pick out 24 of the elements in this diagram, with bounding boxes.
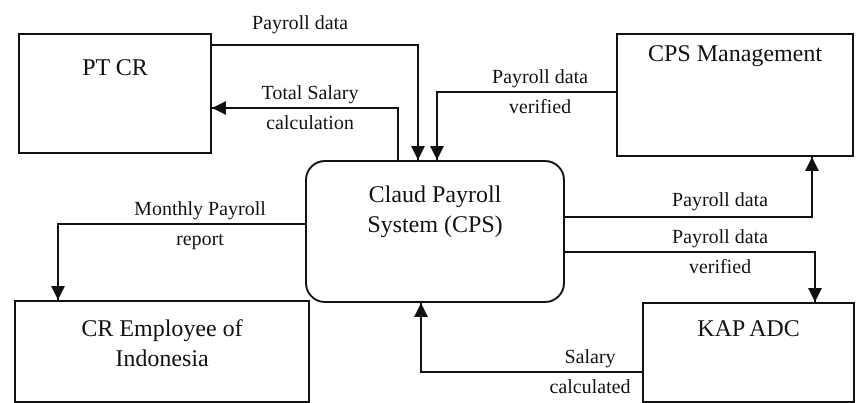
arrow <box>51 223 305 300</box>
entity-box <box>642 302 855 403</box>
edge-label: Payroll data verified <box>490 65 590 120</box>
entity-box <box>14 300 310 403</box>
edge-label: Payroll data <box>670 188 770 213</box>
arrow <box>565 251 822 302</box>
edge-label: Payroll data verified <box>670 225 770 280</box>
entity-box <box>616 33 854 157</box>
node-label: PT CR <box>82 54 148 83</box>
entity-box <box>18 33 212 154</box>
arrow <box>414 303 642 373</box>
edge-label: Payroll data <box>250 11 350 36</box>
arrow <box>212 101 399 160</box>
node-label: Claud Payroll System (CPS) <box>366 181 504 240</box>
node-label: KAP ADC <box>697 315 800 344</box>
arrow <box>212 44 425 160</box>
edge-label: Salary calculated <box>548 345 632 400</box>
edge-label: Monthly Payroll report <box>133 197 267 252</box>
edge-label: Total Salary calculation <box>260 81 360 136</box>
arrow <box>430 91 616 160</box>
node-label: CPS Management <box>648 40 822 69</box>
process-box <box>305 160 565 303</box>
node-label: CR Employee of Indonesia <box>80 315 244 374</box>
arrow <box>565 157 819 218</box>
